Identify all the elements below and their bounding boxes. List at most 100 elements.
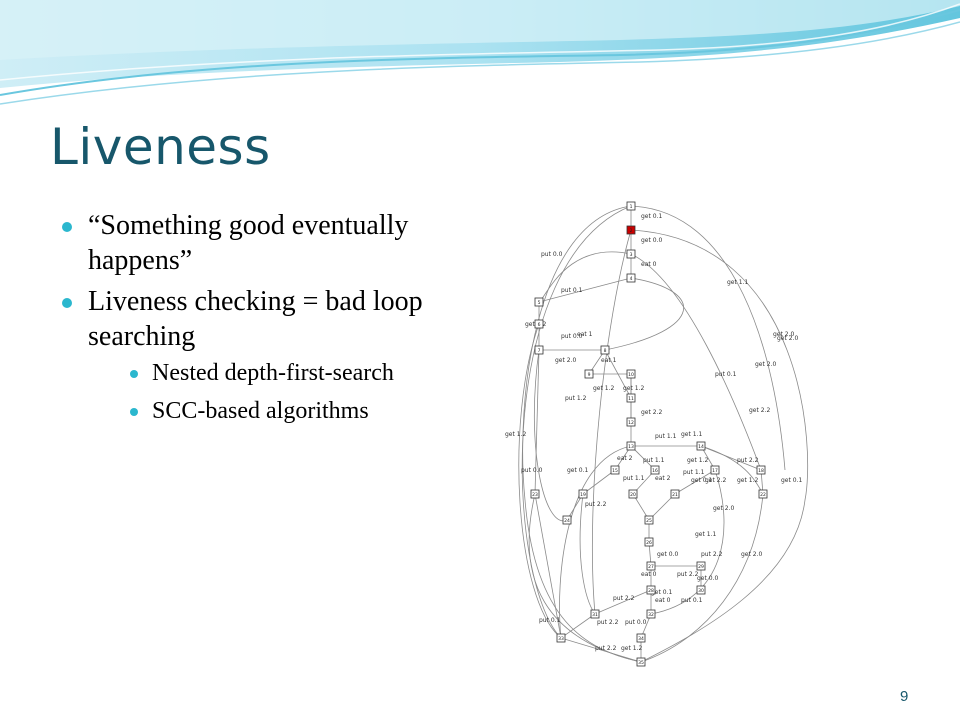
edge-label: put 0.0 <box>521 467 543 474</box>
graph-edge <box>534 349 568 522</box>
bullet-dot-icon <box>62 298 72 308</box>
edge-label: get 0.1 <box>641 213 662 220</box>
edge-label: put 2.2 <box>597 619 619 626</box>
edge-label: get 1.2 <box>687 457 708 464</box>
edge-label: eat 2 <box>655 475 671 482</box>
sub-bullet-text: Nested depth-first-search <box>152 360 394 386</box>
graph-edge <box>650 469 725 615</box>
graph-node-label: 35 <box>638 660 644 666</box>
graph-node <box>626 273 636 283</box>
graph-node-label: 7 <box>538 348 541 354</box>
edge-label: get 1.1 <box>681 431 702 438</box>
graph-node-label: 25 <box>646 518 652 524</box>
edge-label: eat 1 <box>601 357 617 364</box>
graph-node-label: 32 <box>648 612 654 618</box>
graph-node <box>644 537 654 547</box>
graph-edge <box>674 469 716 495</box>
graph-node <box>696 441 706 451</box>
edge-label: get 0.0 <box>641 237 662 244</box>
edge-label: put 2.2 <box>595 645 617 652</box>
graph-node <box>646 561 656 571</box>
graph-edge <box>560 637 642 663</box>
graph-edge <box>592 229 632 615</box>
graph-edge <box>521 205 632 639</box>
graph-node-label: 31 <box>592 612 598 618</box>
edge-label: eat 0 <box>641 261 657 268</box>
edge-label: put 1.2 <box>565 395 587 402</box>
graph-node <box>646 585 656 595</box>
graph-node-label: 13 <box>628 444 634 450</box>
page-number: 9 <box>900 688 909 705</box>
graph-node <box>670 489 680 499</box>
edge-label: get 0.0 <box>657 551 678 558</box>
edge-label: eat 0 <box>655 597 671 604</box>
graph-node <box>646 609 656 619</box>
edge-label: eat 1 <box>577 331 593 338</box>
edge-label: get 2.2 <box>749 407 770 414</box>
graph-node-label: 9 <box>588 372 591 378</box>
edge-label: put 2.2 <box>585 501 607 508</box>
graph-node-label: 28 <box>648 588 654 594</box>
edge-label: get 2.2 <box>705 477 726 484</box>
graph-node <box>556 633 566 643</box>
edge-label: get 0.1 <box>691 477 712 484</box>
bullet-item: “Something good eventually happens” <box>60 208 480 278</box>
edge-label: get 2.0 <box>755 361 776 368</box>
bullet-item: Liveness checking = bad loop searching N… <box>60 284 480 426</box>
graph-node-label: 20 <box>630 492 636 498</box>
graph-node-label: 26 <box>646 540 652 546</box>
graph-edge <box>560 613 596 639</box>
sub-bullet-text: SCC-based algorithms <box>152 398 369 424</box>
graph-node <box>626 201 636 211</box>
graph-node-label: 5 <box>538 300 541 306</box>
graph-node-label: 21 <box>672 492 678 498</box>
graph-edge <box>534 493 562 639</box>
graph-edge <box>534 349 540 495</box>
edge-label: get 2.0 <box>777 335 798 342</box>
edge-label: put 0.0 <box>625 619 647 626</box>
edge-label: put 1.1 <box>655 433 677 440</box>
edge-label: get 0.0 <box>697 575 718 582</box>
edge-label: put 0.1 <box>561 287 583 294</box>
graph-node <box>626 441 636 451</box>
edge-label: put 2.2 <box>677 571 699 578</box>
graph-node <box>626 393 636 403</box>
edge-label: put 2.2 <box>737 457 759 464</box>
graph-node-label: 29 <box>698 564 704 570</box>
graph-node <box>534 319 544 329</box>
bullet-list: “Something good eventually happens” Live… <box>60 208 480 434</box>
edge-label: get 2.0 <box>713 505 734 512</box>
edge-label: put 1.1 <box>643 457 665 464</box>
graph-node <box>696 561 706 571</box>
graph-node-label: 27 <box>648 564 654 570</box>
edge-label: put 0.1 <box>715 371 737 378</box>
graph-edge <box>604 277 685 351</box>
graph-edge <box>700 445 762 471</box>
graph-node-label: 11 <box>628 396 634 402</box>
bullet-dot-icon <box>62 222 72 232</box>
edge-label: get 2.0 <box>773 331 794 338</box>
edge-label: get 2.2 <box>641 409 662 416</box>
graph-node <box>710 465 720 475</box>
graph-node <box>534 345 544 355</box>
edge-label: put 2.2 <box>613 595 635 602</box>
graph-node <box>626 417 636 427</box>
graph-edge <box>582 469 616 495</box>
header-wave-decoration <box>0 0 960 105</box>
graph-node <box>626 249 636 259</box>
graph-node <box>590 609 600 619</box>
graph-edge <box>528 493 642 663</box>
graph-node-label: 2 <box>630 228 633 234</box>
edge-label: put 1.1 <box>683 469 705 476</box>
graph-node <box>636 633 646 643</box>
edge-label: get 1.2 <box>737 477 758 484</box>
edge-label: put 2.2 <box>701 551 723 558</box>
graph-node <box>584 369 594 379</box>
graph-node-label: 15 <box>612 468 618 474</box>
graph-node-label: 30 <box>698 588 704 594</box>
edge-label: get 0.1 <box>567 467 588 474</box>
bullet-dot-icon <box>130 408 138 416</box>
graph-node-label: 1 <box>630 204 633 210</box>
state-graph-figure: get 0.1 get 0.0 eat 0 put 0.0 put 0.1 get 1.1… <box>505 200 815 670</box>
edge-label: get 1.2 <box>593 385 614 392</box>
